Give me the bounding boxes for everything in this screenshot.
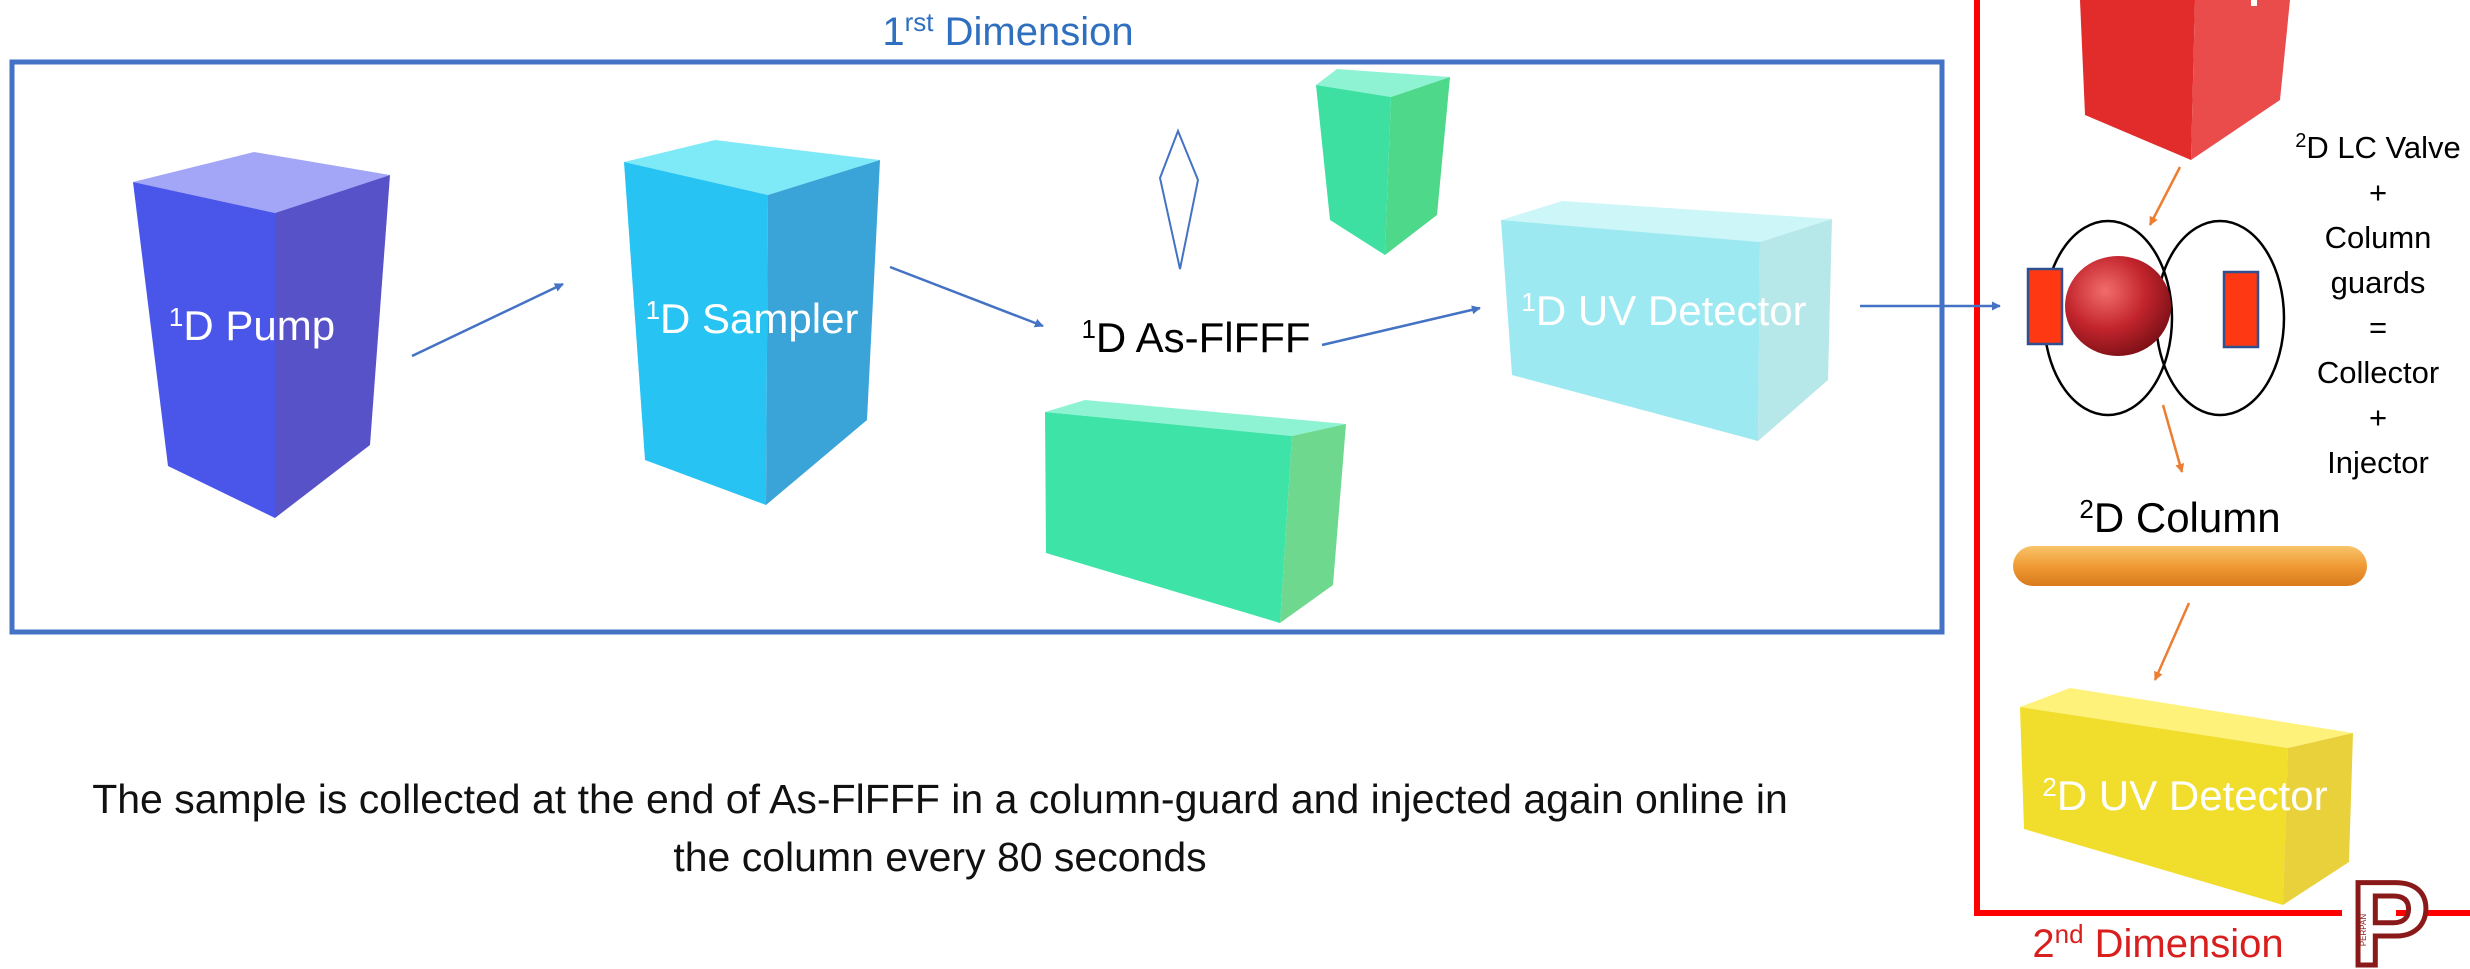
valve-text-line: guards: [2331, 265, 2426, 300]
first-dimension-frame: [9, 59, 1945, 635]
valve-text-line: =: [2369, 310, 2387, 345]
diamond-shape: [1158, 128, 1200, 270]
logo-small-text: PERPAN: [2359, 914, 2368, 947]
column-guard-left: [2026, 267, 2064, 346]
column-guard-right: [2222, 270, 2260, 349]
valve-assembly: [2026, 219, 2286, 417]
institution-logo: P PERPAN: [2342, 855, 2433, 969]
caption-line-1: The sample is collected at the end of As…: [92, 776, 1788, 822]
second-uv-detector-box: [2020, 688, 2353, 905]
first-sampler-box: [624, 140, 880, 505]
valve-description: 2D LC Valve + Column guards = Collector …: [2295, 130, 2461, 480]
first-pump-box: [133, 152, 390, 518]
green-box-top: [1316, 69, 1450, 255]
caption: The sample is collected at the end of As…: [20, 770, 1860, 886]
arrow-column-to-uv: [2153, 602, 2191, 681]
second-pump-box: [2080, 0, 2290, 160]
valve-sphere: [2065, 256, 2171, 356]
valve-text-line: +: [2369, 400, 2387, 435]
caption-line-2: the column every 80 seconds: [673, 834, 1207, 880]
arrow-pump2-to-valve: [2148, 166, 2182, 226]
arrow-pump-to-sampler: [411, 282, 564, 358]
second-dimension-frame: [1974, 0, 2470, 916]
arrow-sampler-to-asflfff: [889, 265, 1044, 328]
second-dimension-title: 2nd Dimension: [2032, 919, 2283, 966]
valve-loop-right: [2154, 219, 2286, 417]
second-uv-detector-label: 2D UV Detector: [2042, 772, 2327, 819]
first-pump-label: 1D Pump: [169, 302, 335, 349]
valve-text-line: Column: [2325, 220, 2432, 255]
logo-letter: P: [2350, 857, 2430, 969]
second-column-bar: [2013, 546, 2367, 586]
asflfff-label: 1D As-FlFFF: [1081, 314, 1310, 361]
valve-text-line: 2D LC Valve: [2295, 130, 2461, 165]
second-pump-label-fragment: [2251, 0, 2257, 6]
valve-text-line: Collector: [2317, 355, 2439, 390]
green-box-bottom: [1045, 400, 1346, 623]
first-uv-detector-label: 1D UV Detector: [1521, 287, 1806, 334]
second-column-label: 2D Column: [2079, 494, 2280, 541]
first-uv-detector-box: [1501, 201, 1832, 441]
first-dimension-title: 1rst Dimension: [882, 7, 1133, 54]
arrow-asflfff-to-uv: [1321, 305, 1481, 347]
valve-text-line: Injector: [2327, 445, 2429, 480]
first-sampler-label: 1D Sampler: [646, 295, 859, 342]
arrow-valve-to-column: [2161, 404, 2185, 473]
valve-text-line: +: [2369, 175, 2387, 210]
